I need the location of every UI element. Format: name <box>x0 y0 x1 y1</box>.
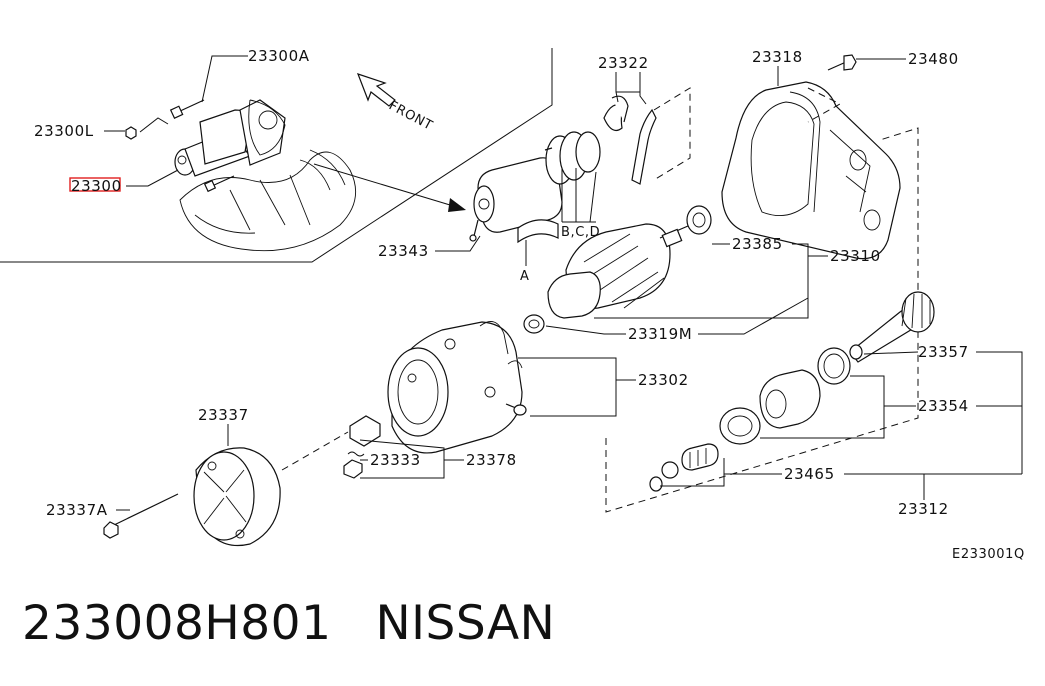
label-23318: 23318 <box>752 48 803 66</box>
label-bcd: B,C,D <box>561 225 600 240</box>
engine-inset <box>0 48 553 263</box>
label-front: FRONT <box>386 98 435 134</box>
armature-23310 <box>523 205 712 334</box>
solenoid-23343 <box>469 131 601 244</box>
label-23319M: 23319M <box>628 325 692 343</box>
nut-23300L <box>125 126 137 140</box>
label-23385: 23385 <box>732 235 783 253</box>
label-23343: 23343 <box>378 242 429 260</box>
label-a: A <box>520 269 530 284</box>
brand-name: NISSAN <box>375 596 556 651</box>
label-23354: 23354 <box>918 397 969 415</box>
brush-springs-23322 <box>603 95 657 185</box>
label-23465: 23465 <box>784 465 835 483</box>
highlight-box <box>69 177 121 192</box>
label-23310: 23310 <box>830 247 881 265</box>
label-23337A: 23337A <box>46 501 108 519</box>
footer-caption: 233008H801 NISSAN <box>22 596 555 651</box>
rear-cover-23337 <box>193 447 281 547</box>
bolt-23300A <box>169 99 205 120</box>
label-23357: 23357 <box>918 343 969 361</box>
diagram-code: E233001Q <box>952 547 1025 562</box>
label-23337: 23337 <box>198 406 249 424</box>
bolt-23337A <box>103 493 179 539</box>
label-23322: 23322 <box>598 54 649 72</box>
spring-23465 <box>649 443 719 492</box>
label-23300: 23300 <box>71 177 122 195</box>
yoke-23302 <box>387 321 523 454</box>
label-23480: 23480 <box>908 50 959 68</box>
pinion-shaft-23357 <box>849 291 935 363</box>
label-23378: 23378 <box>466 451 517 469</box>
label-23300L: 23300L <box>34 122 94 140</box>
starter-assembly-small <box>174 99 286 177</box>
gear-housing-23318 <box>721 81 901 260</box>
clutch-23354 <box>719 347 851 445</box>
bolt-23480 <box>827 54 857 71</box>
bolt-23300-lower <box>203 175 235 193</box>
screw-23302 <box>505 403 527 416</box>
label-23333: 23333 <box>370 451 421 469</box>
brush-23378 <box>343 415 381 479</box>
label-23300A: 23300A <box>248 47 310 65</box>
part-number: 233008H801 <box>22 596 332 651</box>
front-arrow-icon <box>356 73 396 107</box>
label-23302: 23302 <box>638 371 689 389</box>
label-23312: 23312 <box>898 500 949 518</box>
